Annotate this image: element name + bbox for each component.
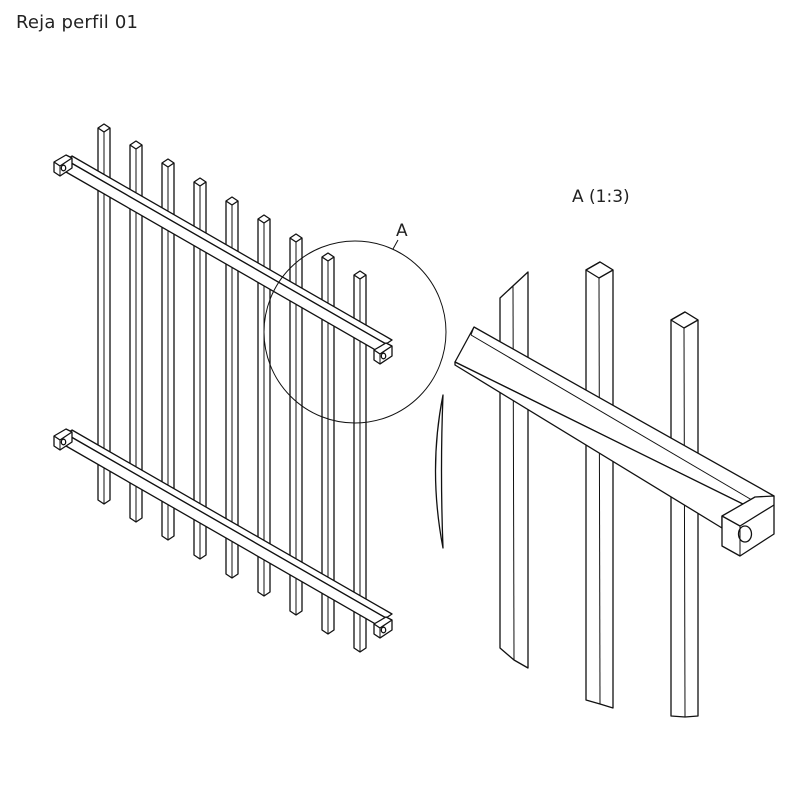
fence-bar [321, 252, 335, 635]
detail-rail-hole [737, 525, 753, 543]
detail-marker-label: A [396, 221, 408, 241]
detail-bar-cut [499, 271, 529, 669]
fence-upper-rail [53, 154, 393, 365]
detail-callout: A [263, 221, 447, 424]
detail-view [454, 261, 775, 718]
detail-callout-circle [263, 240, 447, 424]
drawing-title: Reja perfil 01 [16, 12, 139, 33]
detail-view-label: A (1:3) [572, 187, 630, 207]
detail-rail [454, 326, 775, 557]
fence-lower-rail [53, 428, 393, 639]
detail-bar [585, 261, 614, 709]
detail-callout-leader [392, 239, 399, 250]
fence-vertical-bars [97, 123, 367, 653]
detail-break-mark [434, 394, 444, 549]
detail-bar [670, 311, 699, 718]
